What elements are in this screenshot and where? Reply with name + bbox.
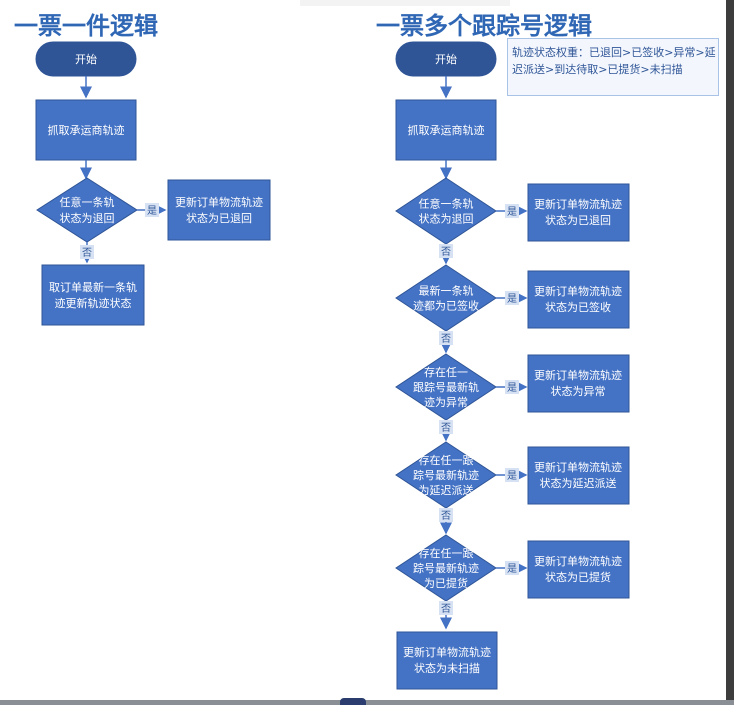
right-result-4-box xyxy=(527,446,630,505)
right-yes-label-3-bg xyxy=(505,380,519,394)
right-no-label-2: 否 xyxy=(441,333,451,345)
right-decision-1-label: 任意一条轨状态为退回 xyxy=(419,197,474,226)
left-no-label: 否 xyxy=(82,247,92,259)
left-flow-title: 一票一件逻辑 xyxy=(14,12,158,40)
right-yes-label-3: 是 xyxy=(507,382,517,394)
weight-note-box xyxy=(507,38,719,96)
weight-note-text: 轨迹状态权重：已退回>已签收>异常>延迟派送>到达待取>已提货>未扫描 xyxy=(512,46,716,76)
left-latest-label: 取订单最新一条轨迹更新轨迹状态 xyxy=(49,280,137,310)
right-result-2-box xyxy=(527,270,630,329)
top-cropped-strip xyxy=(300,0,510,6)
right-flow-title: 一票多个跟踪号逻辑 xyxy=(376,12,592,40)
right-yes-label-1-bg xyxy=(505,204,519,218)
left-start-label: 开始 xyxy=(75,52,97,66)
right-result-2-label: 更新订单物流轨迹状态为已签收 xyxy=(534,284,622,314)
right-no-label-5: 否 xyxy=(441,603,451,615)
left-decision-diamond xyxy=(36,177,138,243)
left-decision-label: 任意一条轨状态为退回 xyxy=(60,195,115,225)
right-no-label-1-bg xyxy=(439,244,453,258)
left-yes-label-bg xyxy=(145,203,159,217)
right-no-label-2-bg xyxy=(439,331,453,345)
right-yes-label-5-bg xyxy=(505,561,519,575)
right-result-1-box xyxy=(527,183,630,242)
right-fetch-label: 抓取承运商轨迹 xyxy=(408,123,485,137)
left-fetch-box xyxy=(35,99,137,161)
left-fetch-label: 抓取承运商轨迹 xyxy=(48,123,125,137)
bottom-scroll-thumb xyxy=(340,698,366,705)
right-decision-5-label: 存在任一跟踪号最新轨迹为已提货 xyxy=(413,546,479,590)
right-no-label-4: 否 xyxy=(441,510,451,522)
right-result-3-label: 更新订单物流轨迹状态为异常 xyxy=(534,368,622,398)
left-no-label-bg xyxy=(80,245,94,259)
right-yes-label-4-bg xyxy=(505,468,519,482)
window-edge xyxy=(726,0,734,705)
right-decision-2-label: 最新一条轨迹都为已签收 xyxy=(413,284,479,313)
left-latest-box xyxy=(41,264,145,326)
right-decision-4-label: 存在任一跟踪号最新轨迹为延迟派送 xyxy=(413,453,479,497)
bottom-scroll-bar xyxy=(0,700,734,705)
right-no-label-1: 否 xyxy=(441,246,451,258)
right-no-label-5-bg xyxy=(439,601,453,615)
right-yes-label-5: 是 xyxy=(507,563,517,575)
right-result-1-label: 更新订单物流轨迹状态为已退回 xyxy=(534,197,622,227)
right-no-label-3-bg xyxy=(439,420,453,434)
left-returned-label: 更新订单物流轨迹状态为已退回 xyxy=(175,195,263,225)
right-no-label-4-bg xyxy=(439,508,453,522)
right-fetch-box xyxy=(395,99,497,161)
right-result-5-label: 更新订单物流轨迹状态为已提货 xyxy=(534,554,622,584)
left-yes-label: 是 xyxy=(147,205,157,217)
right-no-label-3: 否 xyxy=(441,422,451,434)
right-yes-label-1: 是 xyxy=(507,206,517,218)
right-yes-label-2: 是 xyxy=(507,293,517,305)
right-yes-label-4: 是 xyxy=(507,470,517,482)
left-returned-box xyxy=(167,179,271,241)
right-result-3-box xyxy=(527,354,630,413)
right-result-4-label: 更新订单物流轨迹状态为延迟派送 xyxy=(534,460,622,490)
right-start-label: 开始 xyxy=(435,52,457,66)
right-decision-1-diamond xyxy=(395,177,497,245)
right-result-5-box xyxy=(527,540,630,599)
right-yes-label-2-bg xyxy=(505,291,519,305)
right-decision-3-label: 存在任一跟踪号最新轨迹为异常 xyxy=(413,365,479,409)
right-final-box xyxy=(396,631,498,690)
right-final-label: 更新订单物流轨迹状态为未扫描 xyxy=(403,645,491,675)
right-decision-2-diamond xyxy=(395,264,497,332)
